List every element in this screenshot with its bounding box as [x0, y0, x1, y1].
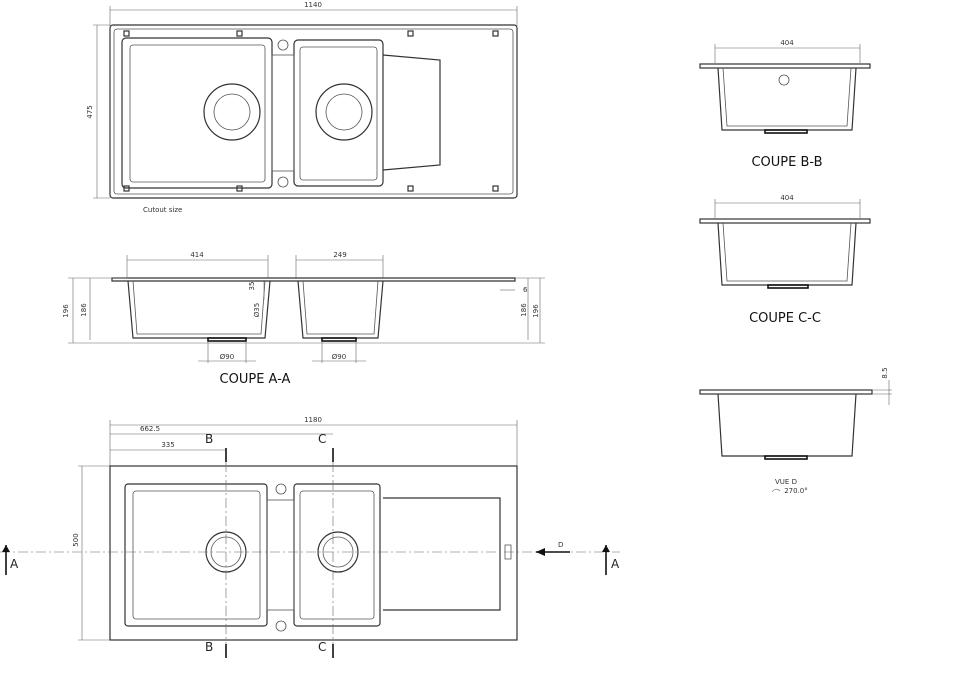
- dim-6: 6: [523, 286, 528, 294]
- view-d: 8.5 VUE D 270.0°: [699, 367, 892, 495]
- dim-186-right: 186: [520, 303, 528, 317]
- dim-b-position: 335: [161, 441, 174, 449]
- bottom-view: 1180 662.5 335 500 B B C C A A: [0, 416, 620, 658]
- svg-text:A: A: [10, 557, 19, 571]
- dim-width: 1140: [304, 1, 322, 9]
- dim-thickness: 8.5: [881, 367, 889, 378]
- dim-196-right: 196: [532, 304, 540, 318]
- cutout-size-caption: Cutout size: [143, 206, 182, 214]
- section-c-label-bottom: C: [318, 640, 326, 654]
- dim-total-width: 1180: [304, 416, 322, 424]
- view-d-arrow: D: [536, 541, 570, 556]
- section-a-arrow-right: A: [602, 545, 620, 575]
- section-b-label-bottom: B: [205, 640, 213, 654]
- section-b-b: 404 COUPE B-B: [699, 39, 871, 170]
- dim-height: 475: [86, 105, 94, 118]
- view-d-rotation: 270.0°: [784, 487, 808, 495]
- svg-text:D: D: [558, 541, 563, 549]
- section-a-a: 414 249 Ø90 Ø90 35 Ø35 6 196 186 186 196…: [62, 251, 545, 387]
- dim-d35: Ø35: [253, 303, 261, 317]
- view-d-title: VUE D: [775, 478, 797, 486]
- section-c-c: 404 COUPE C-C: [699, 194, 871, 326]
- dim-width: 404: [780, 39, 794, 47]
- rotation-icon: [771, 488, 781, 493]
- dim-height: 500: [72, 533, 80, 546]
- top-view-cutout: 1140 475 Cutout size: [86, 1, 518, 214]
- dim-left-bowl: 414: [190, 251, 204, 259]
- section-a-a-title: COUPE A-A: [220, 372, 291, 387]
- dim-right-bowl: 249: [333, 251, 346, 259]
- dim-c-position: 662.5: [140, 425, 160, 433]
- svg-text:A: A: [611, 557, 620, 571]
- dim-35: 35: [248, 282, 256, 291]
- dim-186-left: 186: [80, 303, 88, 317]
- dim-width: 404: [780, 194, 794, 202]
- section-a-arrow-left: A: [2, 545, 19, 575]
- section-b-b-title: COUPE B-B: [751, 155, 822, 170]
- section-c-c-title: COUPE C-C: [749, 311, 821, 326]
- drain-left-dim: Ø90: [220, 353, 234, 361]
- dim-196-left: 196: [62, 304, 70, 318]
- drain-right-dim: Ø90: [332, 353, 346, 361]
- section-b-label-top: B: [205, 432, 213, 446]
- section-c-label-top: C: [318, 432, 326, 446]
